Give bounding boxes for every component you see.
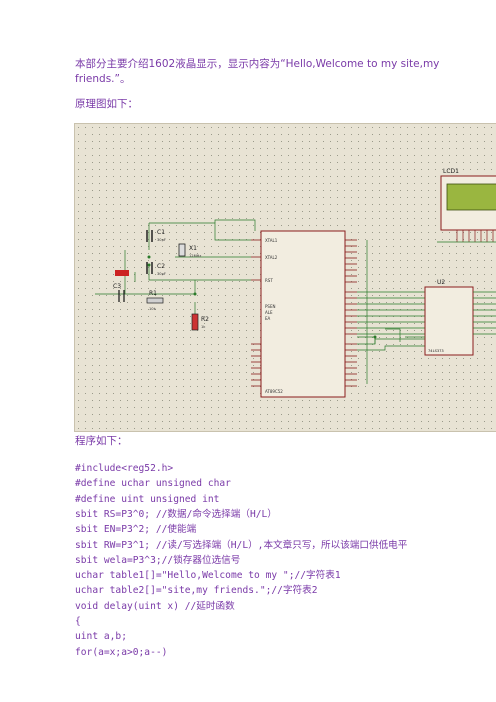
code-line: uchar table2[]="site,my friends.";//字符表2 <box>75 583 318 598</box>
pin-label-psen: PSEN <box>265 304 275 309</box>
c2-label: C2 <box>157 263 165 270</box>
r2-label: R2 <box>201 316 209 323</box>
code-line: sbit EN=P3^2; //使能端 <box>75 522 196 537</box>
pin-label-xtal2: XTAL2 <box>265 255 278 260</box>
code-comment: //数据/命令选择端（H/L） <box>155 508 277 520</box>
code-line: void delay(uint x) //延时函数 <box>75 599 235 614</box>
code-line: sbit RW=P3^1; //读/写选择端（H/L）,本文章只写，所以该端口供… <box>75 538 407 553</box>
code-text: void delay(uint x) <box>75 600 185 612</box>
u2-chip <box>424 286 474 356</box>
u2-label: U2 <box>437 279 445 286</box>
code-text: { <box>75 616 81 627</box>
lcd-label: LCD1 <box>443 168 459 175</box>
code-text: #include<reg52.h> <box>75 463 174 474</box>
capacitor-c3: C3 <box>113 270 129 302</box>
code-text: uchar table1[]="Hello,Welcome to my "; <box>75 570 295 582</box>
code-line: uchar table1[]="Hello,Welcome to my ";//… <box>75 568 341 583</box>
code-line: #include<reg52.h> <box>75 461 173 476</box>
crystal-x1: X1 12MHz <box>178 243 201 258</box>
code-text: sbit EN=P3^2; <box>75 524 156 536</box>
x1-value: 12MHz <box>189 254 201 258</box>
code-text: sbit wela=P3^3; <box>75 554 162 566</box>
code-line: #define uint unsigned int <box>75 492 219 507</box>
mcu-name-label: AT89C52 <box>265 389 283 394</box>
code-text: for(a=x;a>0;a--) <box>75 646 168 658</box>
r1-label: R1 <box>149 290 157 297</box>
c2-value: 30pF <box>157 272 166 276</box>
code-line: sbit wela=P3^3;//锁存器位选信号 <box>75 553 240 568</box>
u2-name-label: 74LS373 <box>428 349 444 353</box>
code-line: { <box>75 614 81 629</box>
intro-text: 本部分主要介绍1602液晶显示，显示内容为“Hello,Welcome to m… <box>75 58 440 70</box>
schematic-heading: 原理图如下： <box>75 98 138 110</box>
mcu-chip <box>260 230 346 398</box>
code-comment: //锁存器位选信号 <box>161 554 241 566</box>
code-comment: //读/写选择端（H/L）,本文章只写，所以该端口供低电平 <box>155 539 408 551</box>
c1-value: 30pF <box>157 238 166 242</box>
pin-label-ea: EA <box>265 316 271 321</box>
capacitor-c1: C1 30pF <box>146 229 166 242</box>
code-line: #define uchar unsigned char <box>75 476 231 491</box>
code-text: uint a,b; <box>75 631 127 643</box>
capacitor-c2: C2 30pF <box>146 262 166 276</box>
r1-value: 10k <box>149 307 157 311</box>
code-text: sbit RW=P3^1; <box>75 539 156 551</box>
code-text: #define uint unsigned int <box>75 493 220 505</box>
c3-label: C3 <box>113 283 121 290</box>
intro-text-continued: friends.”。 <box>75 73 131 85</box>
code-line: uint a,b; <box>75 629 127 644</box>
resistor-r1: R1 10k <box>146 290 164 311</box>
code-text: #define uchar unsigned char <box>75 478 231 490</box>
code-line: sbit RS=P3^0; //数据/命令选择端（H/L） <box>75 507 277 522</box>
x1-label: X1 <box>189 245 197 252</box>
resistor-r2: R2 1k <box>191 313 209 331</box>
code-comment: //使能端 <box>155 524 197 536</box>
code-text: uchar table2[]="site,my friends."; <box>75 585 272 597</box>
pin-label-rst: RST <box>265 278 273 283</box>
code-comment: //字符表2 <box>271 585 318 597</box>
pin-label-xtal1: XTAL1 <box>265 238 278 243</box>
r2-value: 1k <box>201 325 206 329</box>
code-line: for(a=x;a>0;a--) <box>75 645 167 660</box>
program-heading: 程序如下： <box>75 435 128 447</box>
schematic-diagram: XTAL1 XTAL2 RST PSEN ALE EA AT89C52 <box>74 123 496 432</box>
code-text: sbit RS=P3^0; <box>75 508 156 520</box>
code-comment: //字符表1 <box>294 570 341 582</box>
c1-label: C1 <box>157 229 165 236</box>
code-comment: //延时函数 <box>184 600 235 612</box>
pin-label-ale: ALE <box>265 310 273 315</box>
